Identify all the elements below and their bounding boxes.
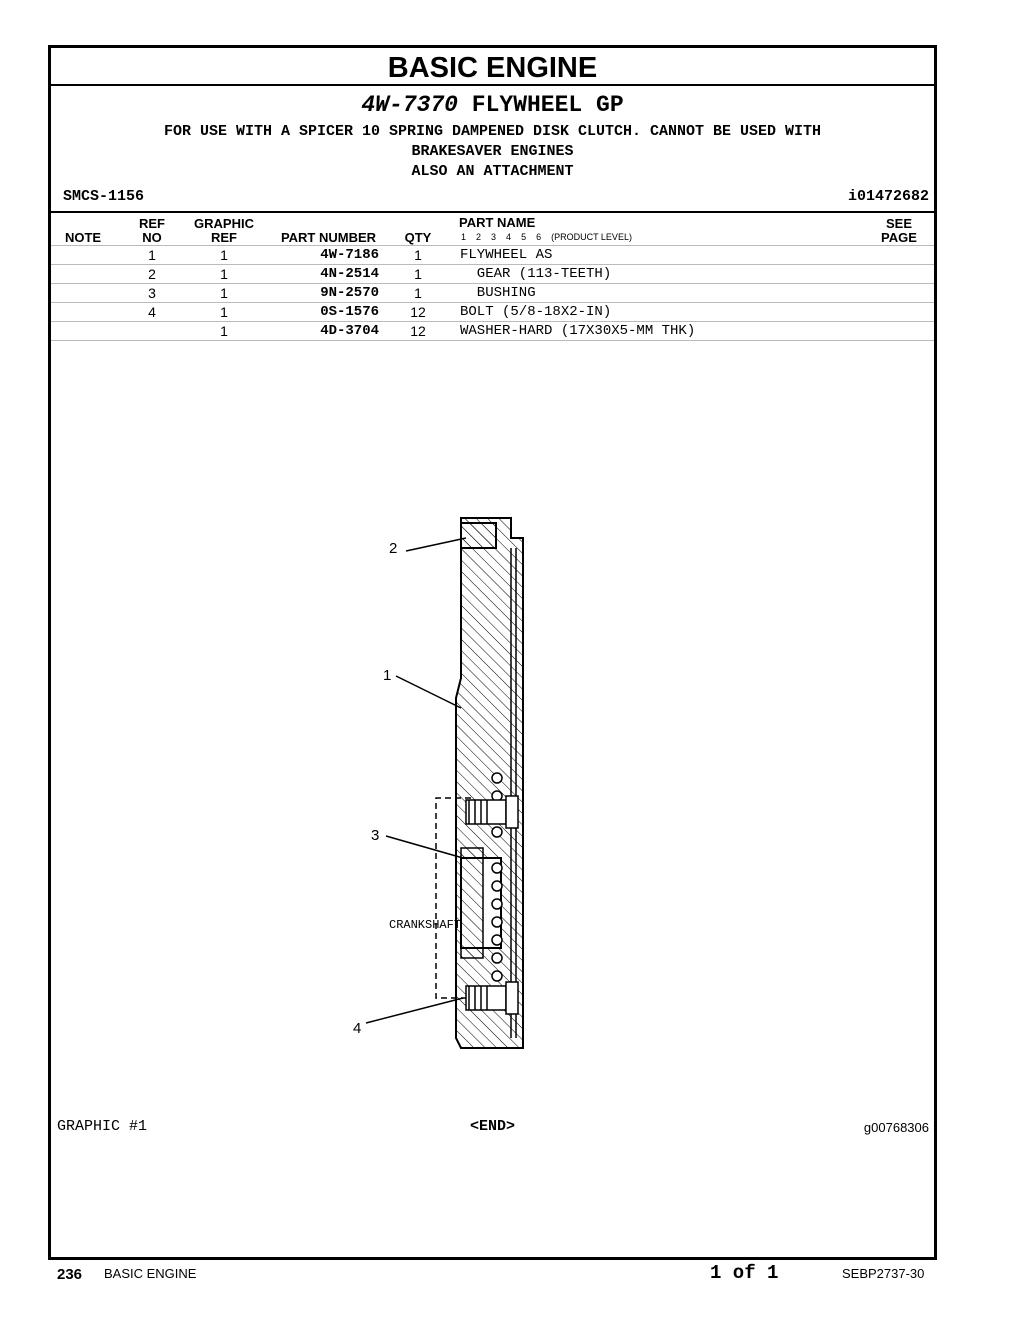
group-note-3: ALSO AN ATTACHMENT bbox=[411, 163, 574, 180]
part-number: 4W-7186 bbox=[320, 247, 379, 263]
graphic-id: g00768306 bbox=[863, 1120, 929, 1135]
footer-page-number: 236 bbox=[57, 1266, 83, 1283]
callout-4: 4 bbox=[353, 1020, 361, 1037]
graphic-label: GRAPHIC #1 bbox=[57, 1118, 148, 1135]
section-title: BASIC ENGINE bbox=[51, 48, 934, 86]
bushing bbox=[460, 847, 484, 959]
illustration-id: i01472682 bbox=[847, 188, 929, 205]
footer-page-of: 1 of 1 bbox=[710, 1262, 779, 1284]
end-label: <END> bbox=[469, 1118, 515, 1135]
flywheel-body bbox=[455, 517, 524, 1049]
callout-2: 2 bbox=[389, 540, 397, 557]
crankshaft-outline bbox=[435, 797, 471, 999]
bolt-upper bbox=[465, 795, 519, 829]
group-title: 4W-7370 FLYWHEEL GP bbox=[51, 92, 934, 118]
col-part-name: PART NAME bbox=[459, 215, 536, 230]
part-number: 9N-2570 bbox=[320, 285, 379, 301]
col-qty: QTY bbox=[404, 230, 432, 245]
group-note-2: BRAKESAVER ENGINES bbox=[411, 143, 574, 160]
group-part-number: 4W-7370 bbox=[361, 92, 458, 118]
footer-doc-id: SEBP2737-30 bbox=[842, 1266, 925, 1281]
ring-gear bbox=[460, 522, 497, 549]
page-frame: BASIC ENGINE 4W-7370 FLYWHEEL GP FOR USE… bbox=[48, 45, 937, 1260]
part-number: 0S-1576 bbox=[320, 304, 379, 320]
bolt-lower bbox=[465, 981, 519, 1015]
part-number: 4N-2514 bbox=[320, 266, 379, 282]
callout-3: 3 bbox=[371, 827, 379, 844]
flywheel-drawing: 2 1 3 4 CRANKSHAFT bbox=[353, 517, 524, 1049]
crankshaft-label: CRANKSHAFT bbox=[389, 918, 461, 932]
header-rule bbox=[51, 211, 934, 213]
footer-section: BASIC ENGINE bbox=[104, 1266, 197, 1281]
group-note-1: FOR USE WITH A SPICER 10 SPRING DAMPENED… bbox=[163, 123, 822, 140]
col-part-number: PART NUMBER bbox=[280, 230, 377, 245]
group-name: FLYWHEEL GP bbox=[471, 92, 624, 118]
col-note: NOTE bbox=[64, 230, 102, 245]
smcs-code: SMCS-1156 bbox=[63, 188, 145, 205]
part-number: 4D-3704 bbox=[320, 323, 379, 339]
callout-1: 1 bbox=[383, 667, 391, 684]
